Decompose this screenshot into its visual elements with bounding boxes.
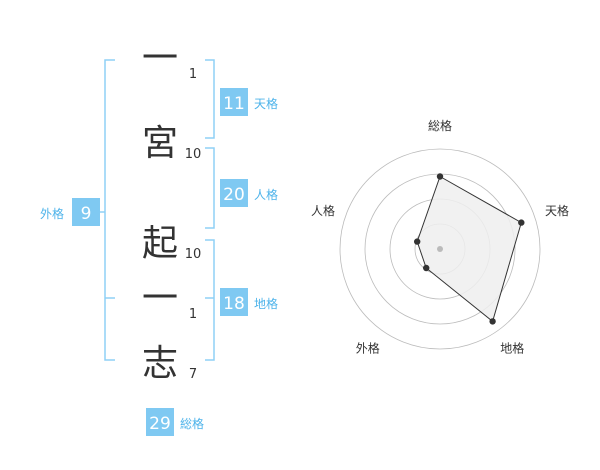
badge-tenkaku-label: 天格 (254, 96, 278, 111)
badge-tenkaku-box (220, 88, 248, 116)
badge-jinkaku-box (220, 179, 248, 207)
name-char-5: 志 (142, 343, 178, 384)
badge-jinkaku-label: 人格 (254, 187, 278, 202)
radar-point (436, 173, 444, 180)
radar-ring (339, 148, 541, 350)
badge-gaikaku: 9 外格 (40, 198, 100, 226)
radar-point (423, 264, 430, 272)
stroke-count-1: 1 (189, 67, 197, 82)
badge-gaikaku-box (72, 198, 100, 226)
stroke-count-4: 1 (189, 307, 197, 322)
tenkaku-bracket (205, 59, 215, 139)
radar-points (414, 173, 525, 325)
radar-axis-label-tenkaku: 天格 (545, 203, 569, 218)
chikaku-bracket (205, 239, 215, 361)
radar-axis-label-gaikaku: 外格 (356, 341, 380, 356)
name-char-3: 起 (142, 223, 178, 264)
radar-axis-label-jinkaku: 人格 (311, 203, 335, 218)
radar-axis-label-soukaku: 総格 (428, 118, 452, 133)
badge-chikaku-box (220, 288, 248, 316)
badge-chikaku-value: 18 (223, 294, 245, 314)
name-char-1: 一 (142, 38, 178, 79)
name-char-2: 宮 (142, 123, 178, 164)
radar-point (414, 238, 421, 245)
radar-center-dot (437, 246, 443, 252)
badge-soukaku: 29 総格 (146, 408, 204, 436)
name-column: 一 宮 起 一 志 1 10 10 1 7 (142, 38, 201, 384)
radar-chart: 総格 天格 地格 外格 人格 (311, 118, 569, 356)
jinkaku-bracket (205, 147, 215, 229)
radar-area (416, 175, 522, 323)
gaikaku-bracket (104, 59, 115, 361)
badge-jinkaku-value: 20 (223, 185, 245, 205)
badge-chikaku-label: 地格 (254, 296, 278, 311)
radar-point (489, 318, 496, 325)
stroke-count-2: 10 (185, 147, 202, 162)
badge-tenkaku-value: 11 (223, 94, 245, 114)
badge-soukaku-value: 29 (149, 414, 171, 434)
name-char-4: 一 (142, 278, 178, 319)
brackets (99, 59, 215, 361)
radar-point (518, 219, 525, 226)
badge-chikaku: 18 地格 (220, 288, 278, 316)
badge-gaikaku-value: 9 (81, 204, 92, 224)
radar-axis-label-chikaku: 地格 (500, 341, 524, 356)
stroke-count-5: 7 (189, 367, 197, 382)
badge-jinkaku: 20 人格 (220, 179, 278, 207)
badge-tenkaku: 11 天格 (220, 88, 278, 116)
stroke-count-3: 10 (185, 247, 202, 262)
badge-soukaku-box (146, 408, 174, 436)
badge-gaikaku-label: 外格 (40, 206, 64, 221)
badge-soukaku-label: 総格 (180, 416, 204, 431)
